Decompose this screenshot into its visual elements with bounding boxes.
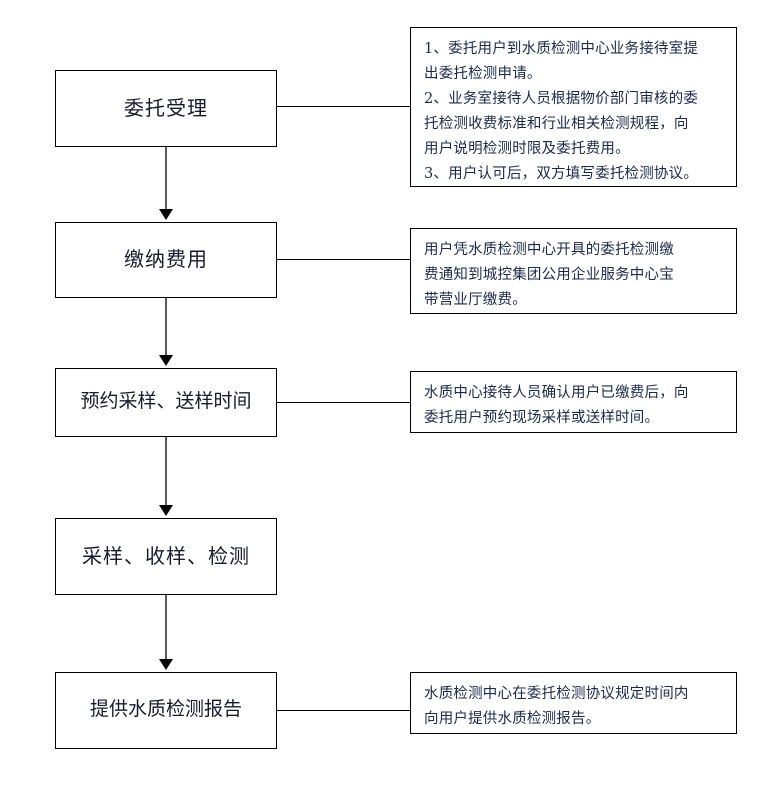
connector-line-step-3-to-step-4 <box>165 437 167 505</box>
process-box-step-3[interactable]: 预约采样、送样时间 <box>55 368 277 437</box>
process-box-step-5[interactable]: 提供水质检测报告 <box>55 672 277 749</box>
connector-line-step-5-to-note-5 <box>277 710 410 712</box>
connector-line-step-2-to-step-3 <box>165 298 167 355</box>
note-box-step-3[interactable]: 水质中心接待人员确认用户已缴费后，向 委托用户预约现场采样或送样时间。 <box>410 371 737 433</box>
connector-line-step-4-to-step-5 <box>165 595 167 659</box>
note-text-step-2: 用户凭水质检测中心开具的委托检测缴 费通知到城控集团公用企业服务中心宝 带营业厅… <box>424 242 674 308</box>
arrow-head-step-4-to-step-5 <box>159 659 173 670</box>
note-box-step-1[interactable]: 1、委托用户到水质检测中心业务接待室提 出委托检测申请。 2、业务室接待人员根据… <box>410 27 737 187</box>
process-box-step-4[interactable]: 采样、收样、检测 <box>55 518 277 595</box>
connector-line-step-2-to-note-2 <box>277 259 410 261</box>
connector-line-step-1-to-note-1 <box>277 106 410 108</box>
note-box-step-5[interactable]: 水质检测中心在委托检测协议规定时间内 向用户提供水质检测报告。 <box>410 672 737 734</box>
process-label-step-1: 委托受理 <box>124 97 208 120</box>
arrow-head-step-2-to-step-3 <box>159 355 173 366</box>
note-box-step-2[interactable]: 用户凭水质检测中心开具的委托检测缴 费通知到城控集团公用企业服务中心宝 带营业厅… <box>410 228 737 314</box>
connector-line-step-1-to-step-2 <box>165 147 167 210</box>
arrow-head-step-1-to-step-2 <box>159 209 173 220</box>
process-label-step-2: 缴纳费用 <box>124 249 208 271</box>
process-box-step-1[interactable]: 委托受理 <box>55 70 277 147</box>
note-text-step-1: 1、委托用户到水质检测中心业务接待室提 出委托检测申请。 2、业务室接待人员根据… <box>424 41 699 182</box>
process-label-step-3: 预约采样、送样时间 <box>80 391 252 413</box>
process-label-step-5: 提供水质检测报告 <box>89 699 242 721</box>
connector-line-step-3-to-note-3 <box>277 402 410 404</box>
process-label-step-4: 采样、收样、检测 <box>82 545 250 568</box>
process-box-step-2[interactable]: 缴纳费用 <box>55 222 277 298</box>
arrow-head-step-3-to-step-4 <box>159 505 173 516</box>
note-text-step-3: 水质中心接待人员确认用户已缴费后，向 委托用户预约现场采样或送样时间。 <box>424 385 689 426</box>
note-text-step-5: 水质检测中心在委托检测协议规定时间内 向用户提供水质检测报告。 <box>424 686 689 727</box>
